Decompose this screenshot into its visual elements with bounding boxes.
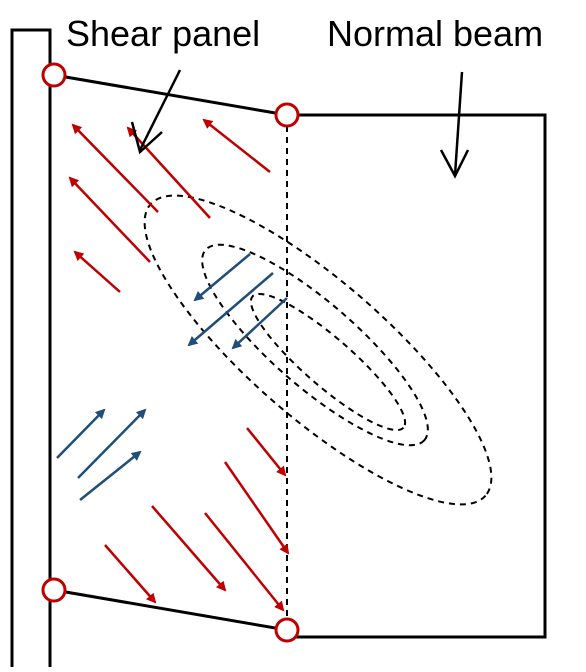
- tension-arrows-upper: [68, 118, 271, 293]
- tension-arrow: [204, 512, 285, 612]
- hinge-nodes: [41, 62, 300, 643]
- column-outline: [10, 28, 52, 667]
- normal-beam-pointer: [453, 71, 464, 176]
- compression-arrow: [231, 297, 288, 350]
- compression-arrow: [56, 408, 106, 459]
- compression-arrow: [193, 253, 251, 302]
- compression-arrow: [77, 408, 147, 479]
- shear-panel-pointer: [138, 69, 182, 151]
- hinge-node-top-right: [274, 102, 300, 128]
- compression-arrows-center: [187, 253, 288, 350]
- hinge-node-bottom-left: [41, 577, 67, 603]
- stress-contour-outer: [143, 194, 493, 506]
- normal-beam-outline: [287, 113, 547, 639]
- tension-arrow: [246, 427, 287, 477]
- compression-arrows-lower: [56, 408, 147, 501]
- normal-beam-label: Normal beam: [327, 13, 544, 54]
- shear-panel-label: Shear panel: [66, 13, 261, 54]
- compression-arrow: [187, 272, 274, 347]
- shear-panel-bottom-edge: [53, 588, 288, 632]
- tension-arrow: [223, 461, 290, 555]
- tension-arrow: [126, 126, 211, 219]
- shear-panel-top-edge: [53, 73, 288, 117]
- normal-beam-pointer-head: [439, 149, 470, 179]
- shear-panel-pointer-head: [130, 121, 163, 155]
- stress-contour-inner: [249, 292, 407, 432]
- tension-arrow: [202, 118, 271, 173]
- tension-arrow: [73, 250, 121, 293]
- tension-arrows-lower: [104, 427, 290, 612]
- compression-arrow: [79, 450, 142, 501]
- tension-arrow: [71, 123, 159, 213]
- tension-arrow: [151, 505, 227, 592]
- tension-arrow: [104, 544, 157, 604]
- label-pointers: [130, 69, 470, 179]
- tension-arrow: [68, 176, 151, 263]
- hinge-node-top-left: [41, 62, 67, 88]
- hinge-node-bottom-right: [274, 617, 300, 643]
- stress-contour-middle: [201, 243, 429, 447]
